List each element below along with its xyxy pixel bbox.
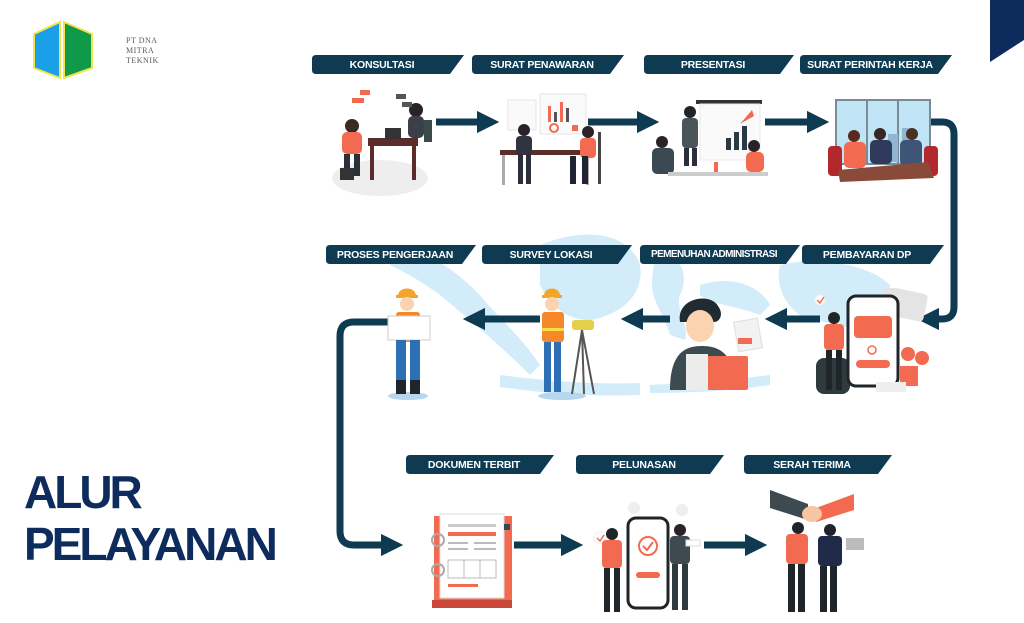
step-label-dokumen-terbit: DOKUMEN TERBIT: [406, 455, 554, 474]
step-label-konsultasi: KONSULTASI: [312, 55, 464, 74]
company-logo: PT DNA MITRA TEKNIK: [30, 20, 158, 80]
logo-line-2: MITRA: [126, 46, 155, 55]
logo-line-3: TEKNIK: [126, 56, 159, 65]
step-label-pembayaran-dp: PEMBAYARAN DP: [802, 245, 944, 264]
title-line-2: PELAYANAN: [24, 518, 278, 570]
step-label-surat-penawaran: SURAT PENAWARAN: [472, 55, 624, 74]
corner-decoration: [990, 0, 1024, 62]
consultation-illustration: [332, 90, 432, 196]
step-label-proses-pengerjaan: PROSES PENGERJAAN: [326, 245, 476, 264]
page-title: ALUR PELAYANAN: [24, 466, 278, 570]
logo-text: PT DNA MITRA TEKNIK: [126, 36, 159, 66]
hexagon-logo-icon: [33, 20, 93, 80]
step-label-presentasi: PRESENTASI: [644, 55, 794, 74]
step-label-pelunasan: PELUNASAN: [576, 455, 724, 474]
step-label-serah-terima: SERAH TERIMA: [744, 455, 892, 474]
work-order-meeting-illustration: [828, 99, 938, 182]
down-payment-phone-illustration: [814, 288, 929, 394]
handover-handshake-illustration: [770, 490, 864, 612]
presentation-illustration: [652, 100, 768, 176]
title-line-1: ALUR: [24, 466, 143, 518]
step-label-survey-lokasi: SURVEY LOKASI: [482, 245, 632, 264]
document-binder-illustration: [431, 513, 512, 608]
administration-documents-illustration: [670, 298, 764, 390]
step-label-pemenuhan-administrasi: PEMENUHAN ADMINISTRASI: [640, 245, 800, 264]
logo-line-1: PT DNA: [126, 36, 158, 45]
step-label-surat-perintah-kerja: SURAT PERINTAH KERJA: [800, 55, 952, 74]
worker-blueprint-illustration: [387, 288, 431, 400]
surveyor-theodolite-illustration: [538, 288, 595, 400]
offer-letter-illustration: [500, 93, 601, 185]
full-payment-phone-illustration: [593, 502, 701, 612]
